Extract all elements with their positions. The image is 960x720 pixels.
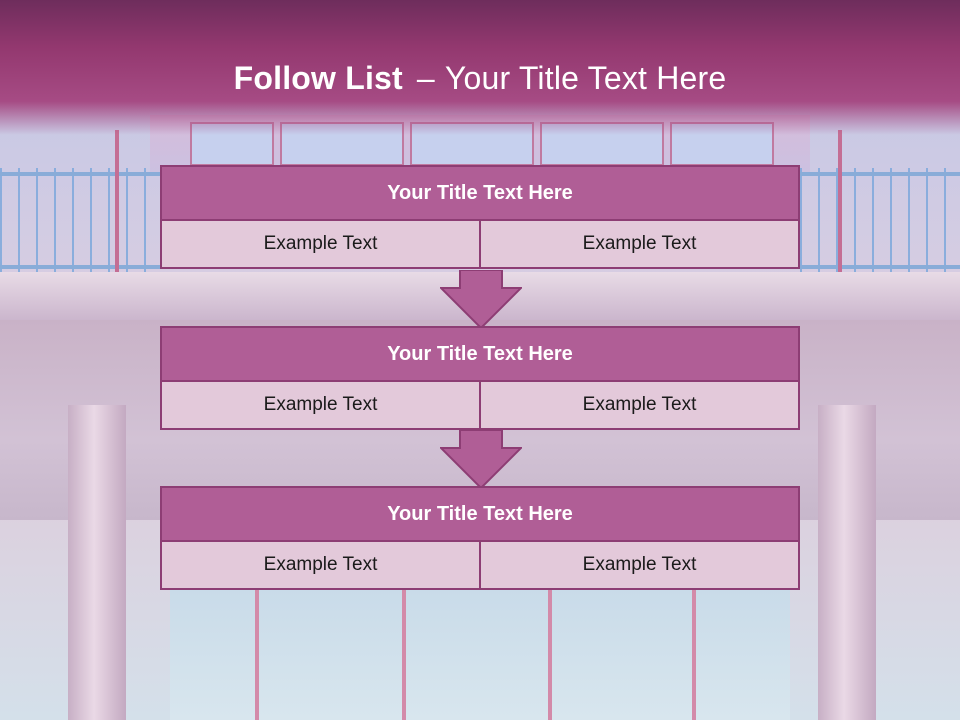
slide-title: Follow List–Your Title Text Here [0, 56, 960, 100]
slide-title-dash: – [416, 60, 435, 96]
railing-bar [800, 265, 960, 269]
window-mullion [402, 590, 406, 720]
step-title: Your Title Text Here [160, 486, 800, 542]
step-row: Example Text Example Text [160, 382, 800, 430]
building-column [68, 405, 126, 720]
window-mullion [548, 590, 552, 720]
step-cell-right: Example Text [481, 221, 800, 269]
down-arrow-icon [440, 430, 522, 490]
window-mullion [255, 590, 259, 720]
railing-left [0, 168, 160, 278]
step-cell-right: Example Text [481, 542, 800, 590]
frame-post [838, 130, 842, 280]
step-row: Example Text Example Text [160, 542, 800, 590]
railing-bar [0, 265, 160, 269]
window-mullion [692, 590, 696, 720]
step-box-3: Your Title Text Here Example Text Exampl… [160, 486, 800, 590]
step-row: Example Text Example Text [160, 221, 800, 269]
glass-wall [170, 590, 790, 720]
railing-right [800, 168, 960, 278]
building-column [818, 405, 876, 720]
step-box-2: Your Title Text Here Example Text Exampl… [160, 326, 800, 430]
step-title: Your Title Text Here [160, 326, 800, 382]
step-cell-left: Example Text [160, 542, 481, 590]
railing-bar [800, 172, 960, 176]
step-cell-left: Example Text [160, 221, 481, 269]
step-cell-right: Example Text [481, 382, 800, 430]
step-cell-left: Example Text [160, 382, 481, 430]
header-band [0, 0, 960, 135]
railing-bar [0, 172, 160, 176]
step-title: Your Title Text Here [160, 165, 800, 221]
frame-post [115, 130, 119, 280]
down-arrow-icon [440, 270, 522, 330]
slide-title-bold: Follow List [233, 60, 403, 96]
slide-title-rest: Your Title Text Here [444, 60, 727, 96]
step-box-1: Your Title Text Here Example Text Exampl… [160, 165, 800, 269]
